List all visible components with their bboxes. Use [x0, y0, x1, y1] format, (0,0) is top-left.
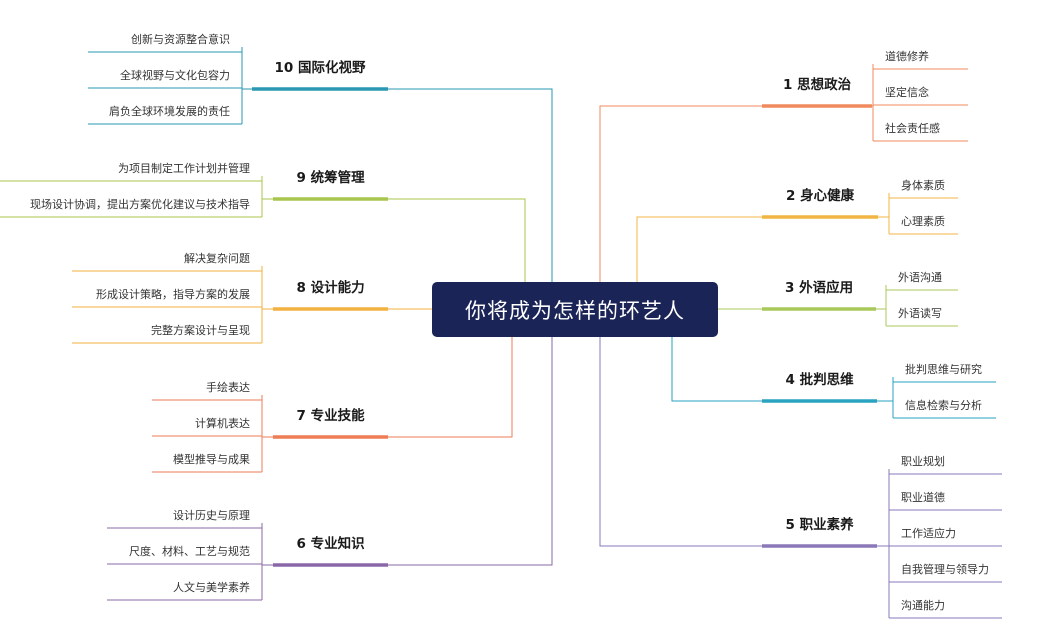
b6-label[interactable]: 6 专业知识	[296, 536, 365, 552]
leaf-item[interactable]: 身体素质	[901, 178, 945, 192]
b4-connector	[671, 337, 762, 402]
b4-label[interactable]: 4 批判思维	[785, 372, 854, 388]
b9-label[interactable]: 9 统筹管理	[296, 170, 365, 186]
b9-connector	[388, 198, 526, 282]
b2-connector	[636, 216, 762, 282]
leaf-item[interactable]: 尺度、材料、工艺与规范	[129, 544, 250, 558]
leaf-item[interactable]: 坚定信念	[885, 85, 929, 99]
leaf-item[interactable]: 计算机表达	[195, 416, 250, 430]
leaf-item[interactable]: 沟通能力	[901, 598, 945, 612]
leaf-item[interactable]: 道德修养	[885, 49, 929, 63]
leaf-item[interactable]: 外语读写	[898, 306, 942, 320]
leaf-item[interactable]: 全球视野与文化包容力	[120, 68, 230, 82]
leaf-item[interactable]: 自我管理与领导力	[901, 562, 989, 576]
central-topic-label: 你将成为怎样的环艺人	[465, 298, 685, 323]
leaf-item[interactable]: 设计历史与原理	[173, 508, 250, 522]
leaf-item[interactable]: 形成设计策略，指导方案的发展	[96, 287, 250, 301]
b7-connector	[388, 337, 513, 438]
leaf-item[interactable]: 肩负全球环境发展的责任	[109, 104, 230, 118]
leaf-item[interactable]: 解决复杂问题	[184, 251, 250, 265]
b2-label[interactable]: 2 身心健康	[786, 188, 855, 204]
leaf-item[interactable]: 人文与美学素养	[173, 580, 250, 594]
leaf-item[interactable]: 职业规划	[901, 454, 945, 468]
leaf-item[interactable]: 外语沟通	[898, 270, 942, 284]
b10-label[interactable]: 10 国际化视野	[274, 60, 366, 76]
b10-connector	[388, 88, 553, 282]
leaf-item[interactable]: 信息检索与分析	[905, 398, 982, 412]
leaf-item[interactable]: 为项目制定工作计划并管理	[118, 161, 250, 175]
leaf-item[interactable]: 社会责任感	[885, 121, 940, 135]
b3-label[interactable]: 3 外语应用	[785, 280, 854, 296]
b5-connector	[599, 337, 762, 547]
leaf-item[interactable]: 现场设计协调，提出方案优化建议与技术指导	[30, 197, 250, 211]
leaf-item[interactable]: 创新与资源整合意识	[131, 32, 230, 46]
leaf-item[interactable]: 完整方案设计与呈现	[151, 323, 250, 337]
b6-connector	[388, 337, 553, 566]
central-topic[interactable]: 你将成为怎样的环艺人	[432, 282, 718, 337]
leaf-item[interactable]: 心理素质	[901, 214, 945, 228]
leaf-item[interactable]: 模型推导与成果	[173, 452, 250, 466]
leaf-item[interactable]: 工作适应力	[901, 526, 956, 540]
b8-label[interactable]: 8 设计能力	[296, 280, 365, 296]
leaf-item[interactable]: 批判思维与研究	[905, 362, 982, 376]
b5-label[interactable]: 5 职业素养	[785, 517, 854, 533]
leaf-item[interactable]: 手绘表达	[206, 380, 250, 394]
b7-label[interactable]: 7 专业技能	[296, 408, 365, 424]
b1-connector	[599, 105, 762, 300]
b1-label[interactable]: 1 思想政治	[783, 77, 852, 93]
leaf-item[interactable]: 职业道德	[901, 490, 945, 504]
